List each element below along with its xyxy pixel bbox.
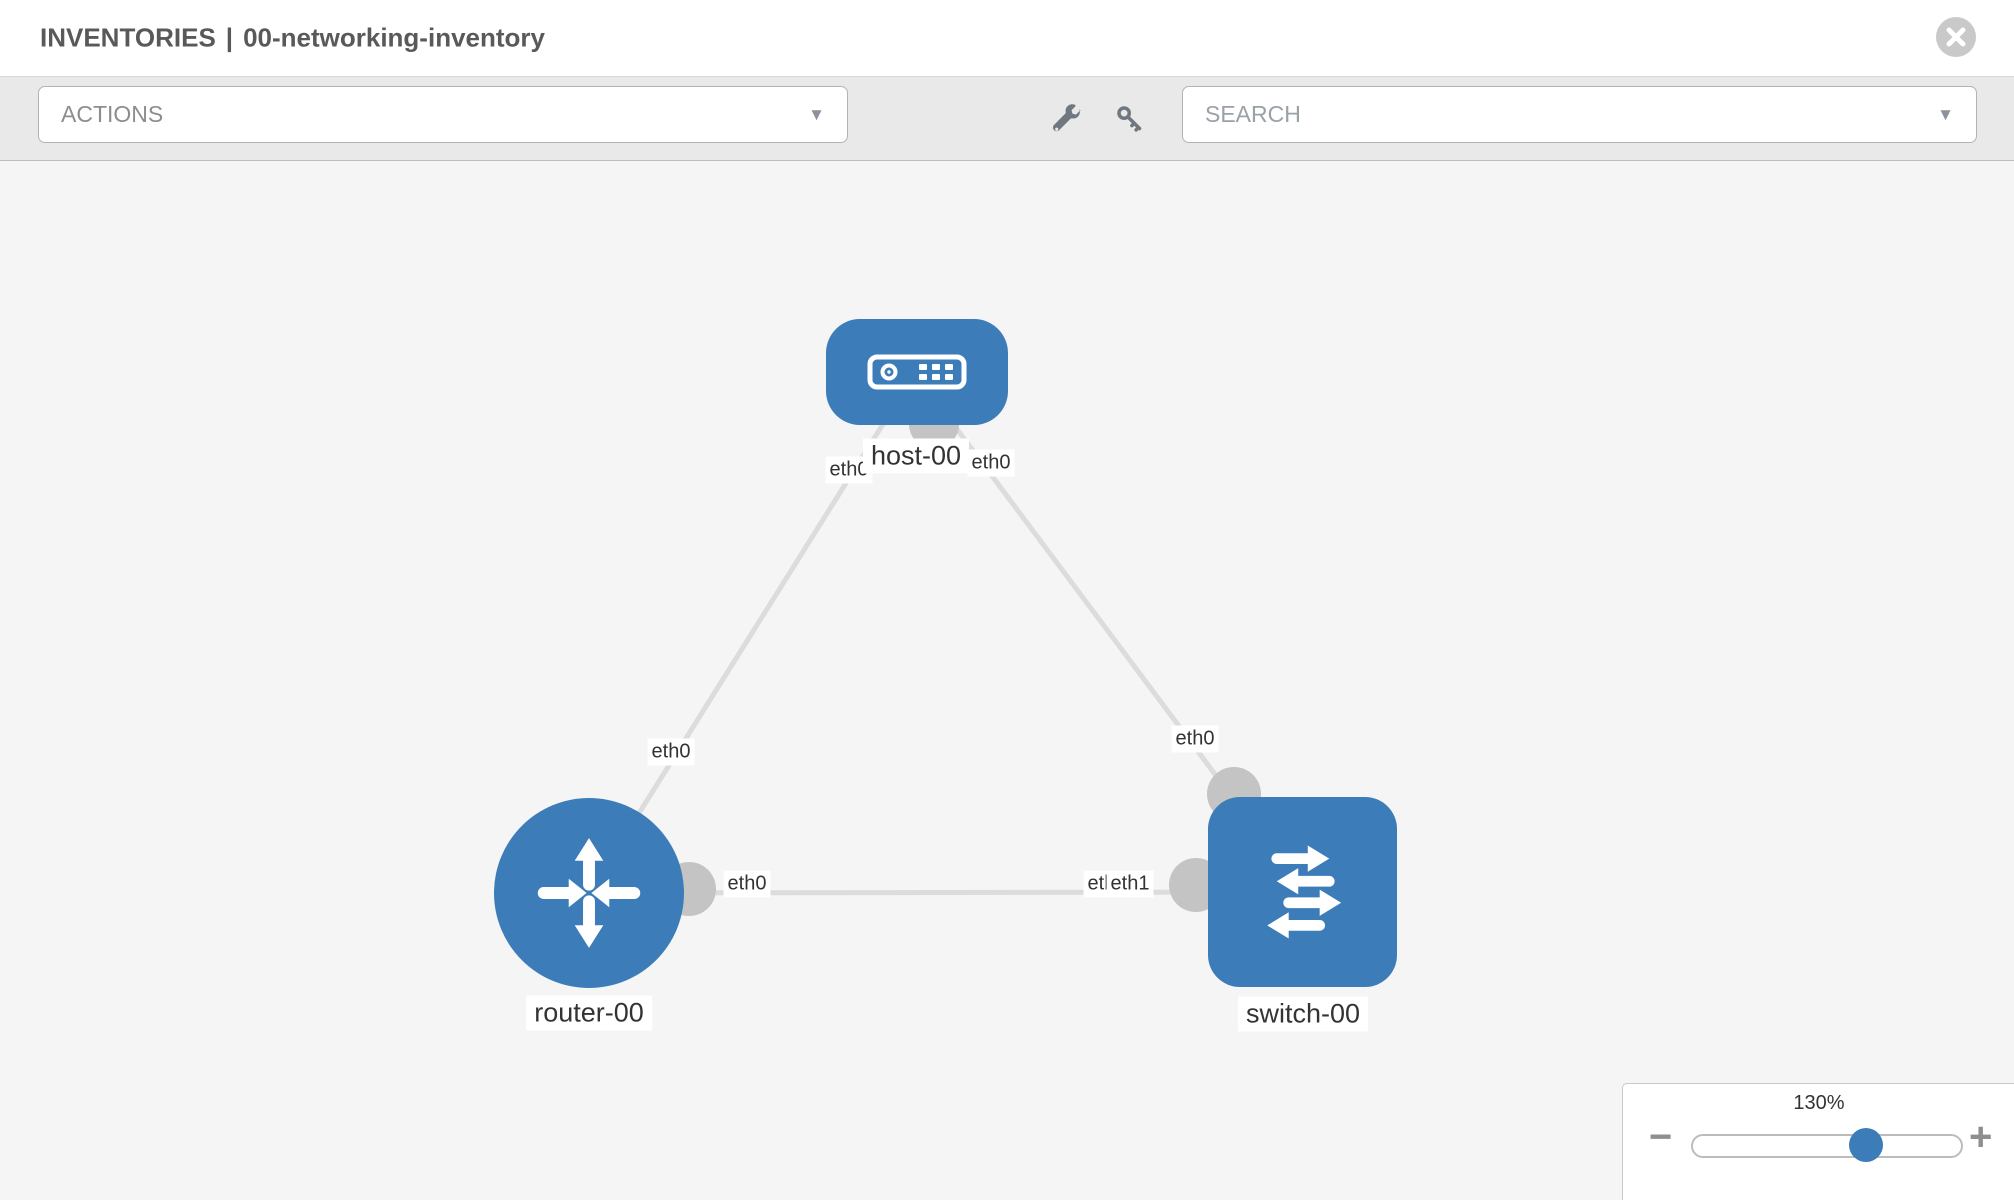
header: INVENTORIES | 00-networking-inventory: [0, 0, 2014, 77]
title-divider: |: [225, 22, 234, 53]
search-dropdown[interactable]: SEARCH ▼: [1182, 86, 1977, 143]
node-switch-00[interactable]: [1208, 797, 1397, 987]
actions-dropdown[interactable]: ACTIONS ▼: [38, 86, 848, 143]
close-button[interactable]: [1936, 17, 1976, 57]
switch-arrows-icon: [1266, 845, 1341, 939]
zoom-out-button[interactable]: −: [1649, 1115, 1673, 1159]
port-label-switch-to-router: eth1: [1106, 870, 1154, 898]
zoom-control-panel: 130% − +: [1622, 1083, 2014, 1200]
node-router-00[interactable]: [494, 798, 684, 988]
topology-canvas[interactable]: eth0 eth0 eth0 eth0 eth1 eth1 eth0 host-…: [0, 161, 2014, 1200]
chevron-down-icon: ▼: [808, 104, 825, 124]
credentials-button[interactable]: [1110, 99, 1150, 139]
title-section-label: INVENTORIES: [40, 22, 216, 53]
chevron-down-icon: ▼: [1937, 104, 1954, 124]
zoom-slider[interactable]: [1691, 1128, 1963, 1162]
router-arrows-icon: [537, 838, 641, 948]
key-icon: [1117, 105, 1142, 132]
node-label-router-00: router-00: [526, 995, 652, 1031]
inventory-name-label: 00-networking-inventory: [243, 22, 545, 53]
server-icon: [867, 354, 967, 390]
node-label-switch-00: switch-00: [1237, 996, 1369, 1032]
port-label-router-to-host: eth0: [647, 738, 695, 766]
configure-button[interactable]: [1047, 99, 1087, 139]
zoom-level-value: 130%: [1793, 1092, 1845, 1114]
wrench-icon: [1052, 103, 1082, 131]
port-label-switch-to-host: eth0: [1171, 725, 1219, 753]
zoom-slider-thumb[interactable]: [1849, 1128, 1883, 1162]
node-host-00[interactable]: [826, 319, 1008, 425]
zoom-in-button[interactable]: +: [1969, 1115, 1993, 1159]
port-label-host-to-switch: eth0: [967, 449, 1015, 477]
page-title: INVENTORIES | 00-networking-inventory: [40, 23, 545, 54]
toolbar: ACTIONS ▼ SEARCH ▼: [0, 77, 2014, 161]
port-label-router-to-switch: eth0: [723, 870, 771, 898]
search-placeholder: SEARCH: [1205, 101, 1301, 127]
links-layer: [586, 371, 1306, 916]
actions-dropdown-label: ACTIONS: [61, 101, 164, 127]
close-icon: [1946, 27, 1966, 47]
node-label-host-00: host-00: [862, 438, 970, 474]
